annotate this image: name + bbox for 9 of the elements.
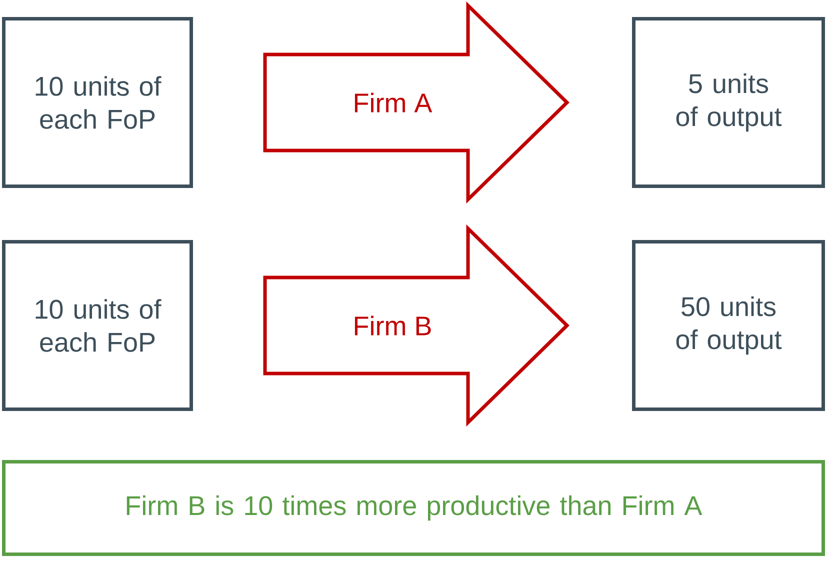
edge-label: Firm B [350, 314, 434, 338]
result-box: Firm B is 10 times more productive than Firm A [2, 460, 825, 556]
text-box: 5 units of output [632, 17, 825, 188]
block-arrow [263, 1, 570, 204]
text-box: 10 units of each FoP [2, 17, 193, 188]
text-box: 10 units of each FoP [2, 240, 193, 411]
block-arrow [263, 224, 570, 427]
edge-label: Firm A [350, 90, 434, 114]
text-box: 50 units of output [632, 240, 825, 411]
